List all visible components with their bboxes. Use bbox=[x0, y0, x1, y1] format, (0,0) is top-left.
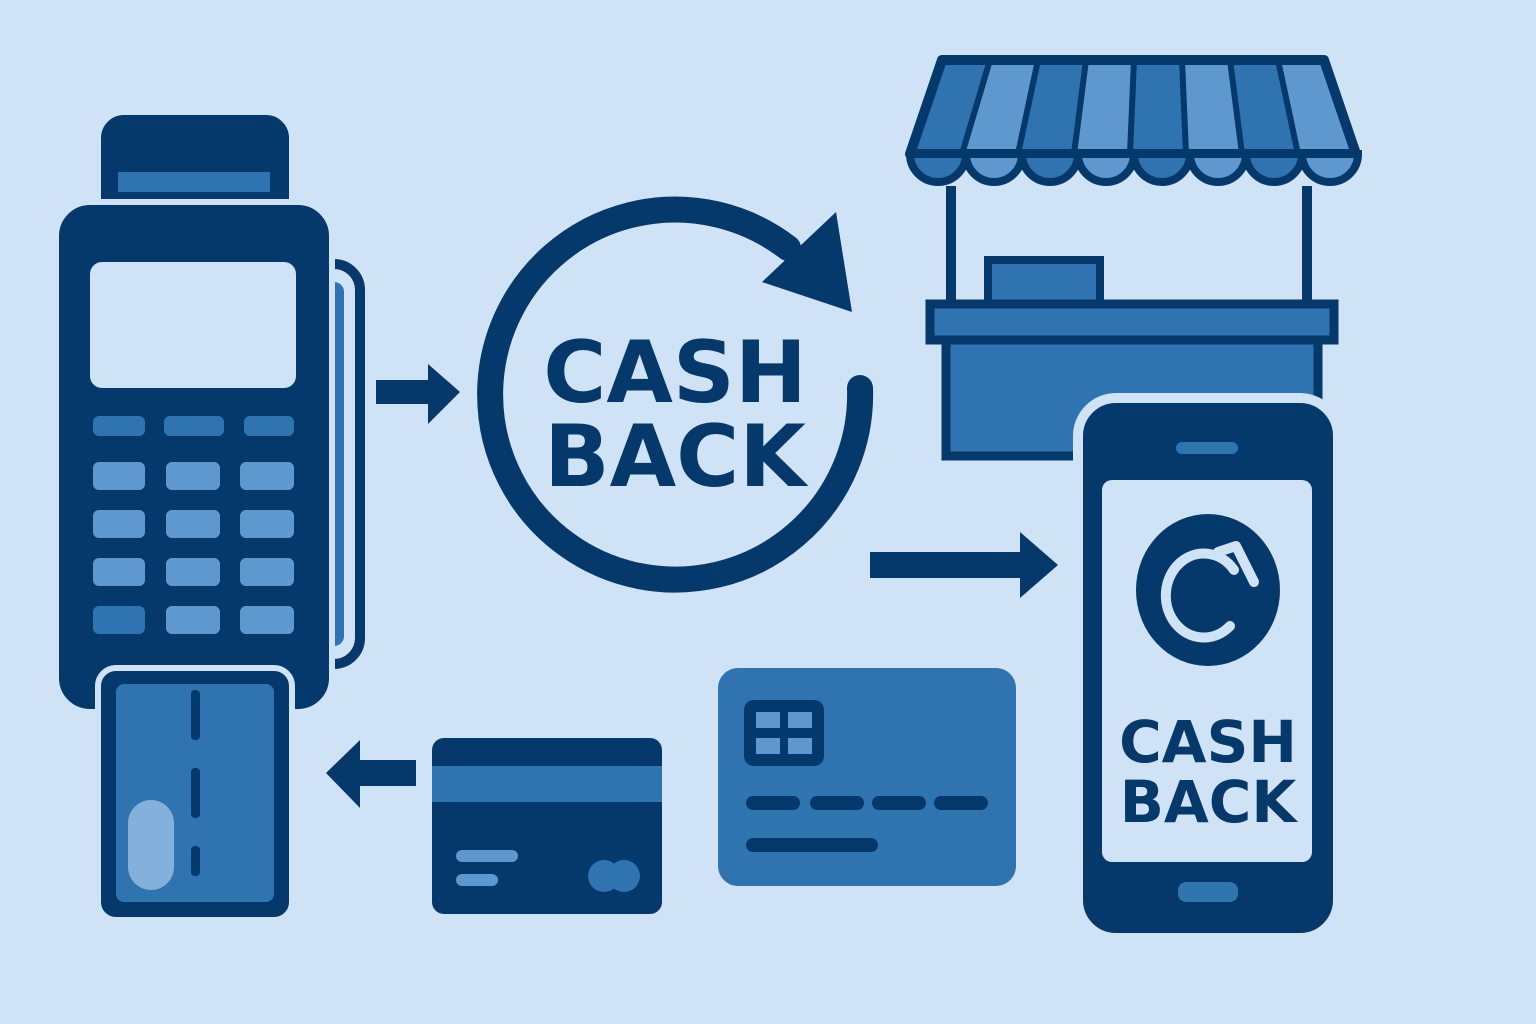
phone-label-line2: BACK bbox=[1120, 768, 1299, 836]
cycle-arrowhead bbox=[762, 212, 852, 312]
bank-card-chip-cell bbox=[788, 712, 812, 728]
keypad-key bbox=[93, 462, 145, 490]
awning-scallop bbox=[1297, 150, 1363, 186]
arrow-right-icon bbox=[376, 364, 460, 424]
bank-card-chip-cell bbox=[788, 738, 812, 754]
awning-stripe bbox=[962, 60, 1038, 154]
awning-scallop bbox=[1073, 150, 1139, 186]
awning-divider bbox=[1275, 59, 1301, 155]
arrow-left-icon bbox=[326, 740, 416, 808]
card-stripe-dash bbox=[191, 768, 200, 818]
keypad-key bbox=[166, 558, 220, 586]
keypad-key bbox=[166, 462, 220, 490]
bank-card-name-line bbox=[746, 838, 878, 852]
keypad-key bbox=[240, 606, 294, 634]
keypad-key bbox=[166, 606, 220, 634]
credit-card-logo-circle bbox=[608, 860, 640, 892]
keypad-key bbox=[93, 558, 145, 586]
card-chip-icon bbox=[128, 800, 174, 890]
cashback-cycle-icon: CASH BACK bbox=[477, 196, 874, 593]
keypad-key bbox=[240, 462, 294, 490]
bank-card-number-group bbox=[746, 796, 800, 810]
cycle-label-line1: CASH bbox=[543, 323, 807, 423]
cashback-coin-icon bbox=[1136, 514, 1280, 666]
terminal-screen bbox=[90, 262, 296, 388]
payment-terminal-icon bbox=[53, 109, 365, 923]
bank-card-chip-icon bbox=[744, 700, 824, 766]
terminal-paper-slot bbox=[118, 172, 270, 192]
awning-stripe bbox=[1130, 60, 1186, 154]
credit-card-text-line bbox=[456, 850, 518, 862]
keypad-key bbox=[240, 558, 294, 586]
keypad-key bbox=[93, 510, 145, 538]
card-stripe-dash bbox=[191, 846, 200, 876]
bank-card-icon bbox=[718, 668, 1016, 886]
awning-divider bbox=[1179, 59, 1189, 155]
credit-card-text-line bbox=[456, 874, 498, 886]
smartphone-icon: CASH BACK bbox=[1073, 393, 1343, 943]
awning-scallop bbox=[1129, 150, 1195, 186]
awning-stripe bbox=[910, 60, 990, 154]
arrow-right-icon bbox=[870, 532, 1058, 598]
stall-counter-top bbox=[925, 299, 1339, 345]
credit-card-icon bbox=[432, 738, 662, 914]
cycle-label-line2: BACK bbox=[544, 407, 809, 507]
awning-scallop bbox=[1241, 150, 1307, 186]
awning-scallop bbox=[961, 150, 1027, 186]
bank-card-chip-cell bbox=[756, 712, 780, 728]
bank-card-number-group bbox=[810, 796, 864, 810]
keypad-top-key bbox=[93, 416, 145, 436]
phone-home-button bbox=[1178, 882, 1238, 902]
awning-scallop bbox=[905, 150, 971, 186]
awning-scallop bbox=[1185, 150, 1251, 186]
awning-stripe bbox=[1074, 60, 1134, 154]
bank-card-number-group bbox=[934, 796, 988, 810]
keypad-key bbox=[166, 510, 220, 538]
awning-divider bbox=[1227, 59, 1245, 155]
awning-stripe bbox=[1278, 60, 1356, 154]
stall-post bbox=[946, 186, 956, 316]
awning-divider bbox=[1015, 59, 1041, 155]
card-stripe-dash bbox=[191, 690, 200, 740]
cycle-arrow-ring bbox=[477, 196, 874, 593]
keypad-top-key bbox=[244, 416, 294, 436]
keypad-top-key bbox=[164, 416, 224, 436]
awning-divider bbox=[1071, 59, 1089, 155]
bank-card-number-group bbox=[872, 796, 926, 810]
bank-card-chip-cell bbox=[756, 738, 780, 754]
phone-speaker bbox=[1176, 442, 1238, 454]
phone-label-line1: CASH bbox=[1119, 708, 1297, 776]
credit-card-magnetic-stripe bbox=[432, 766, 662, 802]
awning-divider bbox=[959, 59, 993, 155]
awning-divider bbox=[1127, 59, 1137, 155]
awning-stripe bbox=[1182, 60, 1242, 154]
stall-post bbox=[1302, 186, 1312, 316]
awning-scallop bbox=[1017, 150, 1083, 186]
keypad-key bbox=[93, 606, 145, 634]
keypad-key bbox=[240, 510, 294, 538]
